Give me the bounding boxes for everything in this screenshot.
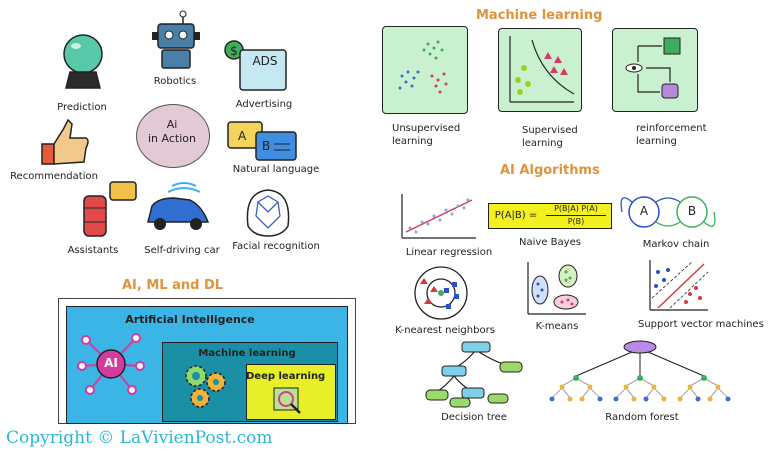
bayes-formula-box [488, 203, 612, 229]
bayes-formula-lhs: P(A|B) = [494, 210, 538, 221]
supervised-label-1: Supervised [522, 125, 578, 136]
naive-bayes-label: Naive Bayes [519, 237, 581, 248]
ads-text: ADS [252, 54, 278, 68]
bayes-formula-denominator: P(B) [567, 217, 585, 226]
bayes-fraction-line [546, 215, 606, 216]
machine-learning-title: Machine learning [476, 8, 603, 23]
ai-network-icon [77, 333, 145, 395]
advertising-label: Advertising [235, 99, 293, 110]
car-icon [147, 182, 210, 230]
smart-speaker-icon [83, 181, 137, 237]
forest-tree-3 [677, 375, 731, 402]
random-forest-label: Random forest [605, 412, 679, 423]
artificial-intelligence-label: Artificial Intelligence [125, 313, 255, 326]
unsupervised-scatter [398, 40, 448, 94]
face-mesh-icon [246, 189, 290, 237]
advertising-icon: $ [224, 40, 287, 91]
crystal-ball-icon [63, 34, 103, 89]
machine-learning-label: Machine learning [198, 348, 296, 359]
knn-diagram [414, 266, 468, 320]
deep-learning-label: Deep learning [246, 371, 326, 382]
supervised-panel [498, 28, 582, 112]
unsupervised-label-2: learning [392, 136, 433, 147]
reinforcement-label-2: learning [636, 136, 677, 147]
ai-in-action-title-line1: Ai [166, 118, 178, 131]
ai-algorithms-title: AI Algorithms [500, 163, 600, 178]
kmeans-label: K-means [535, 321, 579, 332]
robot-icon [152, 10, 200, 69]
supervised-scatter [509, 36, 575, 103]
decision-tree-diagram [425, 341, 523, 408]
ai-in-action-circle [136, 104, 210, 168]
svg-text:A: A [238, 129, 247, 143]
gears-icon [185, 365, 226, 408]
markov-chain-diagram [620, 196, 716, 228]
assistants-label: Assistants [67, 245, 119, 256]
linear-regression-plot [401, 194, 476, 239]
svm-label: Support vector machines [638, 319, 764, 330]
bayes-formula-numerator: P(B|A) P(A) [554, 204, 598, 213]
recommendation-label: Recommendation [10, 171, 98, 182]
magnifier-network-icon [273, 387, 301, 414]
facial-recognition-label: Facial recognition [232, 241, 320, 252]
decision-tree-label: Decision tree [441, 412, 507, 423]
svg-text:$: $ [230, 44, 238, 58]
forest-tree-1 [549, 375, 603, 402]
ai-ml-dl-title: AI, ML and DL [122, 278, 224, 293]
self-driving-car-label: Self-driving car [144, 245, 220, 256]
unsupervised-label-1: Unsupervised [392, 123, 461, 134]
robotics-label: Robotics [153, 76, 197, 87]
knn-label: K-nearest neighbors [395, 325, 495, 336]
copyright-text: Copyright © LaVivienPost.com [6, 428, 273, 448]
linear-regression-label: Linear regression [405, 247, 493, 258]
ai-in-action-title-line2: in Action [148, 132, 196, 145]
kmeans-diagram [527, 262, 586, 315]
unsupervised-panel [382, 26, 468, 114]
markov-chain-label: Markov chain [642, 239, 710, 250]
prediction-label: Prediction [57, 102, 107, 113]
thumbs-up-icon [41, 118, 89, 165]
reinforcement-label-1: reinforcement [636, 123, 707, 134]
random-forest-diagram [549, 340, 731, 402]
markov-state-b: B [687, 204, 697, 218]
svm-diagram [649, 260, 709, 311]
natural-language-label: Natural language [232, 164, 320, 175]
forest-tree-2 [613, 375, 667, 402]
markov-state-a: A [639, 204, 649, 218]
ai-badge-text: AI [104, 356, 118, 370]
supervised-label-2: learning [522, 138, 563, 149]
reinforcement-diagram [625, 37, 681, 99]
svg-text:B: B [262, 139, 270, 153]
speech-bubbles-icon: A B [227, 121, 297, 161]
